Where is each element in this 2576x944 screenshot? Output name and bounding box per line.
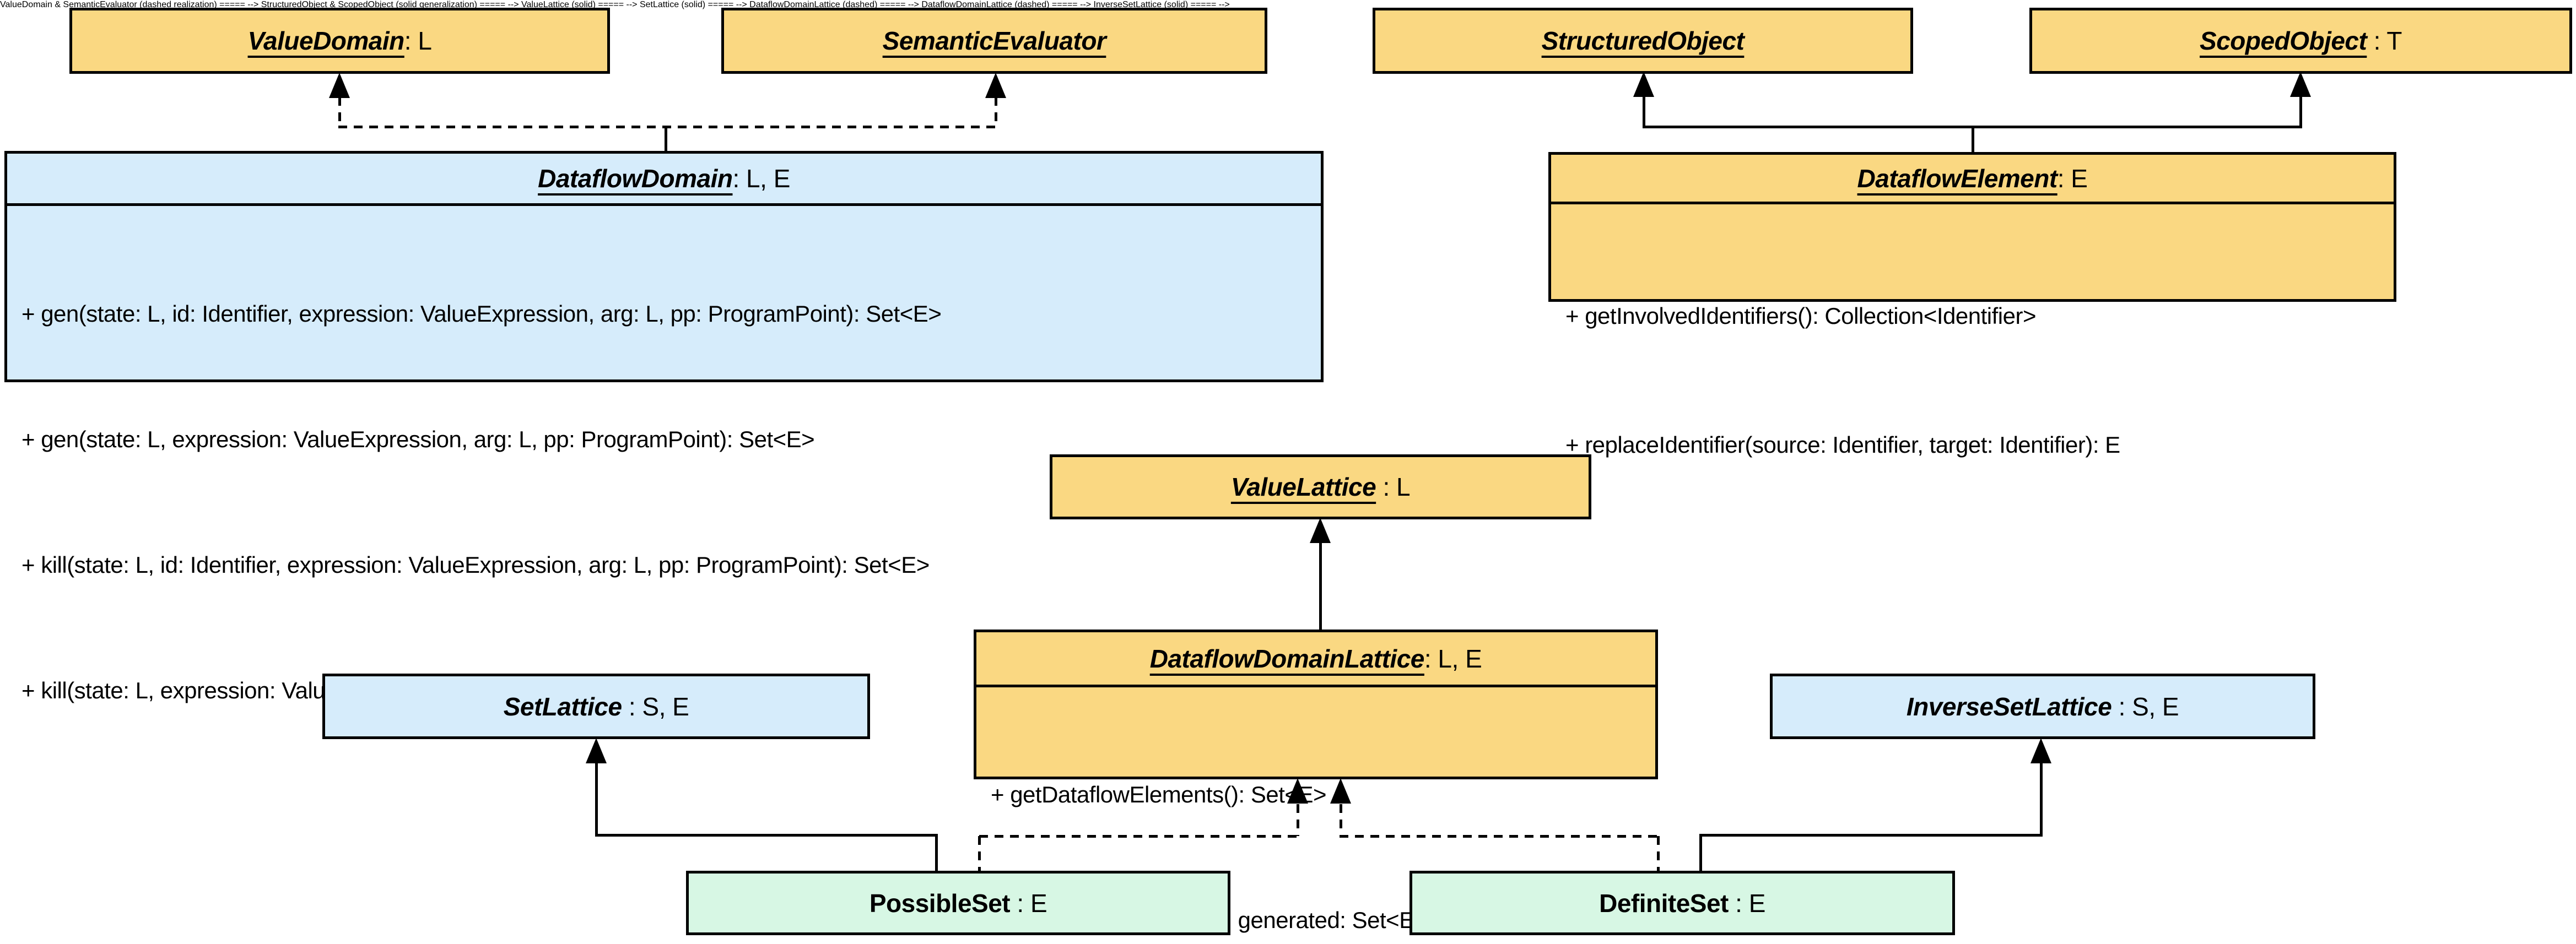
connector-stub-possible-set-solid <box>935 835 938 871</box>
arrowhead-value-domain-icon <box>329 73 350 98</box>
class-title: InverseSetLattice : S, E <box>1773 676 2313 736</box>
class-name: ValueLattice <box>1230 473 1376 501</box>
connector-stub-dataflow-domain <box>665 127 667 152</box>
class-name: StructuredObject <box>1541 26 1745 55</box>
arrowhead-structured-object-icon <box>1633 72 1654 97</box>
solid-line-to-structured-object <box>1643 96 1645 127</box>
connector-stub-definite-set-solid <box>1699 835 1702 871</box>
arrowhead-semantic-evaluator-icon <box>985 73 1006 98</box>
class-methods: + getInvolvedIdentifiers(): Collection<I… <box>1551 204 2394 552</box>
class-type-params: : L, E <box>732 164 790 193</box>
class-box-semantic-evaluator: SemanticEvaluator <box>721 8 1267 74</box>
dashed-line-definite-set-bus <box>1340 835 1658 838</box>
method: + getInvolvedIdentifiers(): Collection<I… <box>1565 303 2037 329</box>
class-box-set-lattice: SetLattice : S, E <box>322 674 870 739</box>
class-title: DataflowDomain: L, E <box>7 154 1321 206</box>
class-type-params: : S, E <box>622 692 689 721</box>
class-type-params: : E <box>1728 888 1765 918</box>
dashed-line-to-semantic-evaluator <box>995 97 997 127</box>
method: + getDataflowElements(): Set<E> <box>991 782 1326 807</box>
class-type-params: : L, E <box>1424 644 1482 673</box>
class-title: DataflowDomainLattice: L, E <box>976 632 1655 687</box>
class-type-params: : L <box>1376 473 1411 501</box>
dashed-line-to-value-domain <box>338 97 341 127</box>
class-title: SetLattice : S, E <box>325 676 867 736</box>
dashed-line-definite-set-to-lattice <box>1340 804 1342 836</box>
class-type-params: : E <box>1010 888 1047 918</box>
class-box-inverse-set-lattice: InverseSetLattice : S, E <box>1770 674 2315 739</box>
class-title: ValueDomain: L <box>72 10 607 71</box>
class-box-value-domain: ValueDomain: L <box>69 8 610 74</box>
class-box-scoped-object: ScopedObject : T <box>2029 8 2572 74</box>
connector-stub-definite-set-dashed <box>1657 836 1660 871</box>
class-box-definite-set: DefiniteSet : E <box>1409 871 1955 935</box>
class-name: DataflowDomainLattice <box>1149 644 1425 673</box>
class-box-dataflow-domain-lattice: DataflowDomainLattice: L, E + getDataflo… <box>974 630 1658 933</box>
class-title: PossibleSet : E <box>689 874 1228 932</box>
connector-stub-possible-set-dashed <box>978 836 981 871</box>
class-name: SetLattice <box>503 692 622 721</box>
solid-line-to-scoped-object <box>2299 96 2302 127</box>
solid-line-to-inverse-set-lattice <box>2040 762 2043 835</box>
class-title: DefiniteSet : E <box>1412 874 1952 932</box>
solid-line-to-value-lattice <box>1319 542 1322 630</box>
dashed-line-dataflow-domain-bus <box>338 126 997 128</box>
arrowhead-lattice-from-definite-set-icon <box>1330 778 1351 804</box>
class-title: StructuredObject <box>1375 10 1910 71</box>
class-name: SemanticEvaluator <box>882 26 1106 55</box>
class-name: PossibleSet <box>869 888 1011 918</box>
arrowhead-value-lattice-icon <box>1310 518 1331 543</box>
solid-line-definite-set-bus <box>1699 834 2043 837</box>
arrowhead-lattice-from-possible-set-icon <box>1287 778 1308 804</box>
arrowhead-inverse-set-lattice-icon <box>2030 738 2051 763</box>
class-title: ValueLattice : L <box>1052 457 1589 517</box>
class-type-params: : S, E <box>2111 692 2179 721</box>
class-name: DataflowElement <box>1857 164 2058 193</box>
class-name: ValueDomain <box>247 26 405 55</box>
solid-line-dataflow-element-bus <box>1643 126 2302 128</box>
class-title: DataflowElement: E <box>1551 155 2394 204</box>
class-type-params: : T <box>2367 26 2402 55</box>
class-box-dataflow-element: DataflowElement: E + getInvolvedIdentifi… <box>1548 152 2396 458</box>
class-box-possible-set: PossibleSet : E <box>686 871 1230 935</box>
solid-line-possible-set-bus <box>595 834 938 837</box>
class-name: DataflowDomain <box>538 164 733 193</box>
dashed-line-possible-set-bus <box>979 835 1299 838</box>
class-type-params: : E <box>2057 164 2088 193</box>
class-name: DefiniteSet <box>1599 888 1729 918</box>
connector-stub-dataflow-element <box>1972 127 1974 153</box>
arrowhead-set-lattice-icon <box>586 738 607 763</box>
dashed-line-possible-set-to-lattice <box>1297 804 1299 836</box>
arrowhead-scoped-object-icon <box>2290 72 2311 97</box>
class-name: InverseSetLattice <box>1906 692 2112 721</box>
class-title: SemanticEvaluator <box>724 10 1265 71</box>
class-box-dataflow-domain: DataflowDomain: L, E + gen(state: L, id:… <box>4 151 1324 703</box>
class-box-value-lattice: ValueLattice : L <box>1050 454 1591 519</box>
method: + kill(state: L, id: Identifier, express… <box>21 552 930 578</box>
method: + gen(state: L, expression: ValueExpress… <box>21 426 815 452</box>
method: + replaceIdentifier(source: Identifier, … <box>1565 432 2120 458</box>
class-box-structured-object: StructuredObject <box>1373 8 1913 74</box>
solid-line-to-set-lattice <box>595 762 598 835</box>
class-name: ScopedObject <box>2200 26 2367 55</box>
class-title: ScopedObject : T <box>2032 10 2569 71</box>
method: + gen(state: L, id: Identifier, expressi… <box>21 301 942 327</box>
class-type-params: : L <box>404 26 432 55</box>
